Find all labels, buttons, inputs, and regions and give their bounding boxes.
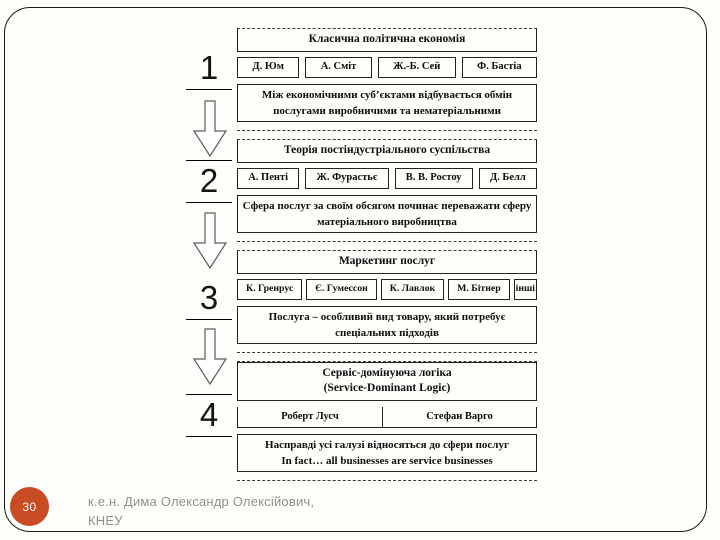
- down-arrow-icon: [191, 212, 229, 270]
- author-box: В. В. Ростоу: [394, 168, 473, 189]
- author-box: Роберт Лусч: [237, 407, 383, 428]
- author-box: К. Гренрус: [237, 279, 303, 300]
- stage-title: Класична політична економія: [237, 29, 537, 52]
- down-arrow-icon: [191, 100, 229, 158]
- stage-number: 1: [186, 50, 232, 90]
- stage-title: Маркетинг послуг: [237, 251, 537, 274]
- stage-description-text: Послуга – особливий вид товару, який пот…: [268, 311, 506, 339]
- author-box: Д. Юм: [237, 57, 300, 78]
- author-box: Є. Гумессон: [306, 279, 377, 300]
- stage-description: Насправді усі галузі відносяться до сфер…: [237, 434, 537, 472]
- stage-number: 4: [186, 394, 232, 437]
- stage-title-subtext: (Service-Dominant Logic): [323, 382, 451, 394]
- stage-description: Послуга – особливий вид товару, який пот…: [237, 306, 537, 344]
- author-box: Стефан Варго: [382, 407, 537, 428]
- stage-title-text: Маркетинг послуг: [338, 255, 436, 267]
- stage-number: 3: [186, 280, 232, 320]
- stage-section: Сервіс-домінуюча логіка (Service-Dominant…: [237, 361, 537, 481]
- stage-description-text: Насправді усі галузі відносяться до сфер…: [265, 439, 509, 451]
- stage-title: Теорія постіндустріального суспільства: [237, 140, 537, 163]
- footer-credit: к.е.н. Дима Олександр Олексійович, КНЕУ: [88, 492, 408, 530]
- slide-number-badge: 30: [10, 487, 49, 526]
- author-box: Ж.-Б. Сей: [377, 57, 456, 78]
- stage-number: 2: [186, 160, 232, 203]
- stage-title-text: Сервіс-домінуюча логіка: [322, 367, 452, 379]
- stage-title-text: Класична політична економія: [308, 33, 466, 45]
- author-box: Ж. Фурастьє: [305, 168, 389, 189]
- author-box: А. Сміт: [305, 57, 372, 78]
- author-box: А. Пенті: [237, 168, 300, 189]
- author-box: К. Лавлок: [380, 279, 445, 300]
- down-arrow-icon: [191, 328, 229, 386]
- author-box: Ф. Бастіа: [461, 57, 537, 78]
- slide-number: 30: [22, 499, 37, 514]
- footer-credit-line1: к.е.н. Дима Олександр Олексійович,: [88, 494, 315, 509]
- stage-title-text: Теорія постіндустріального суспільства: [283, 144, 491, 156]
- stage-number-rail: 1 2 3 4: [0, 0, 240, 540]
- stage-description-text: Сфера послуг за своїм обсягом починає пе…: [242, 200, 532, 228]
- slide-border: [4, 7, 707, 532]
- stage-description: Між економічними суб’єктами відбувається…: [237, 84, 537, 122]
- stage-description: Сфера послуг за своїм обсягом починає пе…: [237, 195, 537, 233]
- stage-description-text-en: In fact… all businesses are service busi…: [281, 455, 493, 467]
- author-box: М. Бітнер: [448, 279, 510, 300]
- author-box: інші: [513, 279, 538, 300]
- stage-description-text: Між економічними суб’єктами відбувається…: [261, 89, 513, 117]
- footer-credit-line2: КНЕУ: [88, 513, 123, 528]
- author-box: Д. Белл: [478, 168, 538, 189]
- stage-title: Сервіс-домінуюча логіка (Service-Dominant…: [237, 362, 537, 401]
